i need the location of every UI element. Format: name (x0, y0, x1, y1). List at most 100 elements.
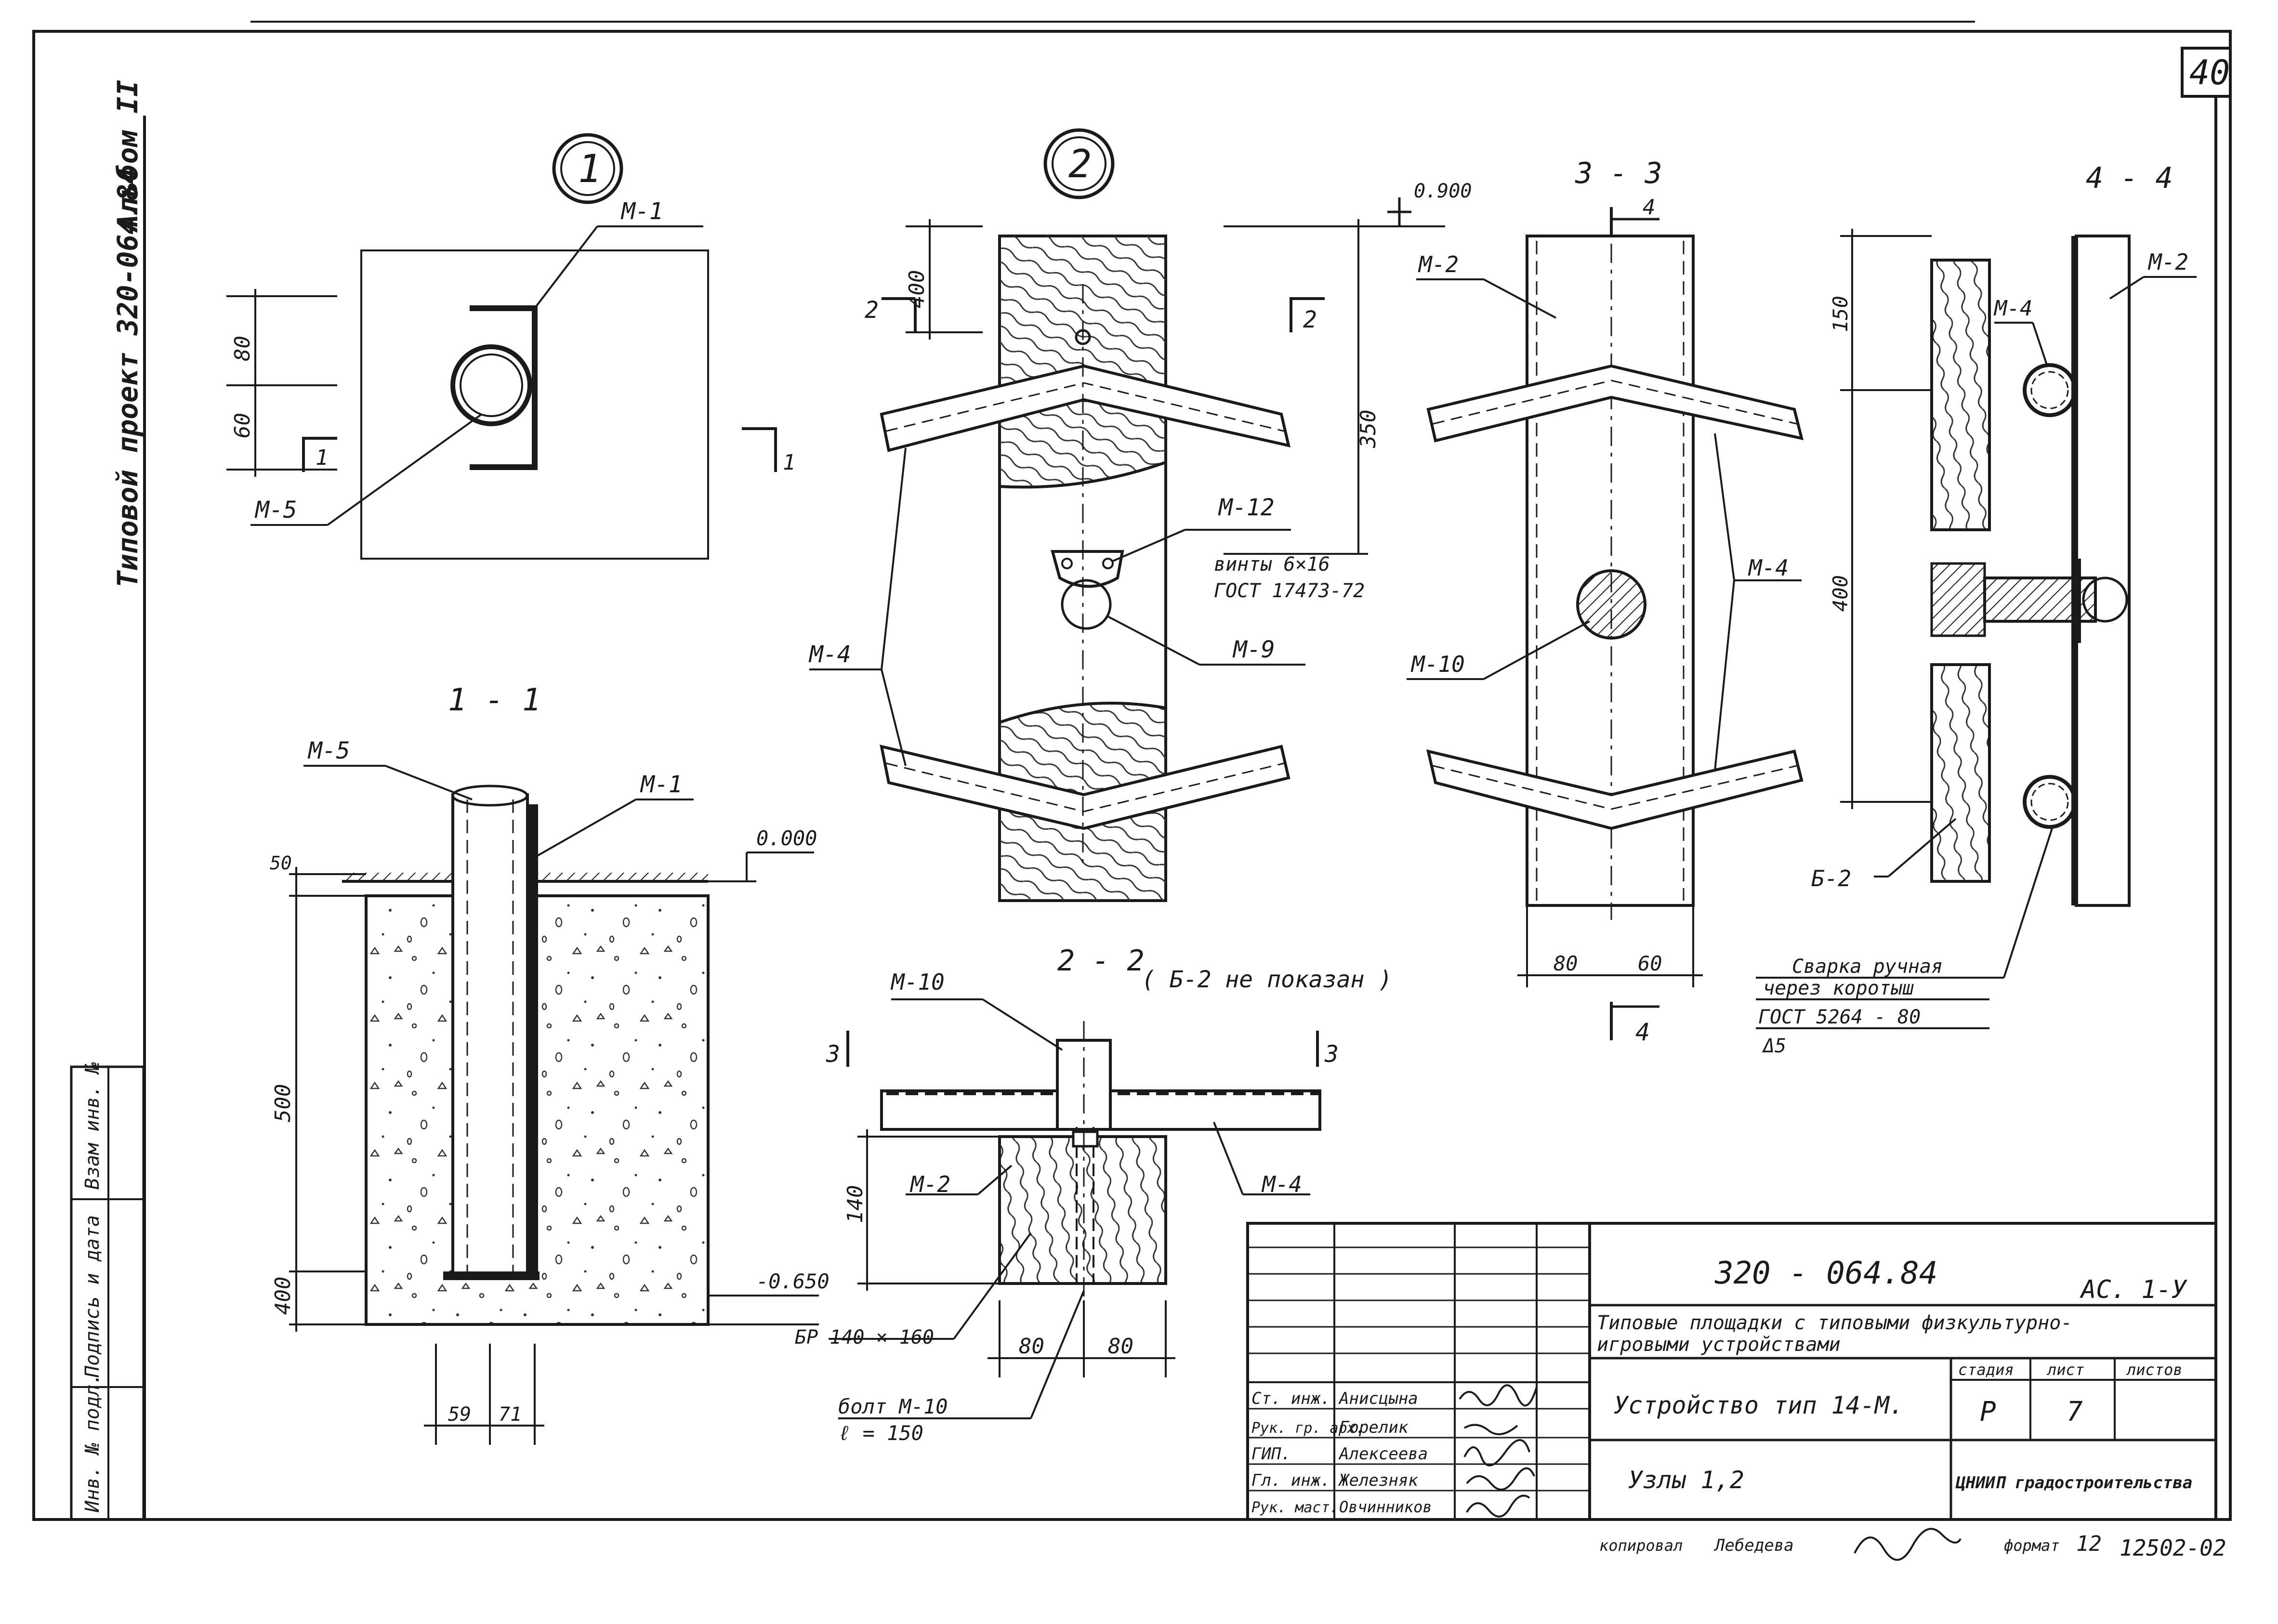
section-2-2-mark-3b: 3 (1324, 1041, 1339, 1068)
role-2: Рук. гр. арх. (1251, 1420, 1365, 1437)
section-2-2-dim-80a: 80 (1019, 1334, 1044, 1359)
role-5: Рук. маст. (1251, 1499, 1339, 1516)
node-1-section-mark-b: 1 (783, 450, 796, 475)
section-4-4-weld-1: Сварка ручная (1792, 956, 1943, 978)
section-4-4-m4-label: М-4 (1993, 296, 2032, 321)
footer-order: 12502-02 (2120, 1535, 2226, 1561)
section-1-1-footing-label: БР 140 × 160 (795, 1326, 934, 1349)
sheet-number: 40 (2189, 53, 2230, 92)
left-strip (70, 1065, 145, 1521)
node-1-number: 1 (578, 146, 601, 191)
title-desc-line2: игровыми устройствами (1597, 1334, 1841, 1356)
section-1-1-dim-71: 71 (499, 1403, 522, 1426)
section-4-4-m2-label: М-2 (2147, 249, 2188, 275)
strip-inv-label: Инв. № подл. (81, 1373, 104, 1513)
signature-3 (1463, 1439, 1530, 1467)
section-1-1-dim-50: 50 (270, 852, 292, 874)
name-5: Овчинников (1339, 1498, 1432, 1516)
section-4-4-weld-3: ГОСТ 5264 - 80 (1758, 1006, 1921, 1028)
section-1-1-m5-label: М-5 (307, 737, 350, 764)
bar-m4-top (2023, 363, 2077, 417)
node-2-screws-gost: ГОСТ 17473-72 (1214, 580, 1365, 602)
node-2-m12-label: М-12 (1218, 494, 1275, 521)
section-2-2-dim-140: 140 (843, 1185, 868, 1223)
section-2-2-mark-3a: 3 (826, 1041, 840, 1068)
section-2-2-m2-label: М-2 (909, 1171, 950, 1197)
section-4-4 (1756, 229, 2197, 1029)
section-3-3-title: 3 - 3 (1575, 157, 1662, 190)
section-2-2-m4-label: М-4 (1261, 1171, 1302, 1197)
node-2-bar-bottom (880, 744, 1290, 830)
section-3-3 (1354, 197, 1804, 1040)
section-4-4-dim-400: 400 (1829, 575, 1852, 612)
footer-format-label: формат (2004, 1536, 2060, 1555)
section-3-3-m4-label: М-4 (1748, 555, 1789, 581)
node-2-m4-label: М-4 (808, 641, 851, 668)
section-1-1-level-650: -0.650 (756, 1270, 830, 1293)
name-2: Горелик (1339, 1418, 1409, 1437)
title-drawing: Узлы 1,2 (1628, 1466, 1744, 1494)
node-1-dim-80: 80 (230, 336, 255, 361)
footer-format: 12 (2076, 1532, 2102, 1556)
signature-1 (1459, 1384, 1538, 1407)
footer-copier: Лебедева (1713, 1536, 1794, 1555)
title-code: 320 - 064.84 (1714, 1256, 1937, 1291)
title-block (1246, 1222, 2217, 1521)
section-3-3-level: 0.900 (1414, 180, 1472, 202)
section-3-3-dim-60: 60 (1638, 952, 1662, 975)
signature-4 (1466, 1467, 1535, 1491)
side-album-label: Альбом II (111, 80, 144, 233)
footer-copied-label: копировал (1599, 1536, 1683, 1555)
title-stage-header: стадия (1958, 1361, 2014, 1379)
pipe-m5 (451, 793, 529, 1278)
section-2-2-m10-label: М-10 (890, 969, 945, 995)
signature-5 (1466, 1494, 1530, 1518)
node-2-screws-label: винты 6×16 (1214, 553, 1330, 576)
section-3-3-m10-label: М-10 (1410, 651, 1465, 677)
section-1-1-dim-59: 59 (448, 1403, 471, 1426)
node-1-section-mark-a: 1 (316, 445, 329, 470)
node-2-m9-label: М-9 (1232, 636, 1275, 663)
role-1: Ст. инж. (1251, 1389, 1330, 1408)
node-2-number: 2 (1068, 142, 1092, 186)
strip-sign-label: Подпись и дата (81, 1215, 104, 1378)
section-4-4-title: 4 - 4 (2086, 161, 2173, 195)
section-4-4-b2-label: Б-2 (1811, 865, 1851, 891)
section-2-2-title: 2 - 2 (1057, 944, 1145, 978)
signature-2 (1463, 1424, 1518, 1435)
title-sheet-header: лист (2046, 1361, 2084, 1379)
plate-m12 (1051, 550, 1124, 588)
section-4-4-dim-150: 150 (1829, 296, 1852, 332)
section-3-3-dim-80: 80 (1554, 952, 1578, 975)
section-2-2-bolt-label: болт М-10 (838, 1395, 948, 1418)
strip-replace-label: Взам инв. № (81, 1062, 104, 1190)
name-1: Анисцына (1338, 1389, 1418, 1408)
node-2-section-mark-a: 2 (865, 297, 879, 324)
title-sheet-code: АС. 1-У (2080, 1275, 2187, 1304)
section-3-3-mark-4a: 4 (1643, 195, 1656, 220)
node-2-dim-400: 400 (905, 270, 929, 308)
role-4: Гл. инж. (1251, 1471, 1330, 1490)
side-project-label: Типовой проект 320-064.84 (111, 167, 144, 588)
node-1-m5-label: М-5 (254, 497, 297, 524)
section-1-1-m1-label: М-1 (640, 771, 683, 798)
title-stage: Р (1980, 1396, 1996, 1428)
section-2-2-note: ( Б-2 не показан ) (1142, 966, 1392, 993)
post-m2-side (2075, 235, 2131, 907)
section-3-3-mark-4b: 4 (1635, 1018, 1650, 1046)
name-3: Алексеева (1338, 1444, 1428, 1464)
section-4-4-weld-4: Δ5 (1762, 1035, 1786, 1057)
title-org: ЦНИИП градостроительства (1955, 1473, 2192, 1493)
node-1-dim-60: 60 (230, 413, 255, 438)
section-2-2-dim-80b: 80 (1108, 1334, 1133, 1359)
title-desc-line1: Типовые площадки с типовыми физкультурно… (1597, 1312, 2072, 1334)
section-1-1 (289, 765, 819, 1445)
section-1-1-dim-400: 400 (271, 1277, 295, 1315)
node-2-section-mark-b: 2 (1303, 306, 1317, 333)
section-4-4-weld-2: через коротыш (1763, 977, 1914, 999)
bar-m4-bottom (2023, 775, 2077, 829)
channel-m1-side (527, 804, 538, 1276)
title-roles: Ст. инж. Анисцына Рук. гр. арх. Горелик … (1251, 1384, 1538, 1518)
section-3-3-m2-label: М-2 (1418, 251, 1459, 277)
channel-m1 (470, 305, 538, 470)
